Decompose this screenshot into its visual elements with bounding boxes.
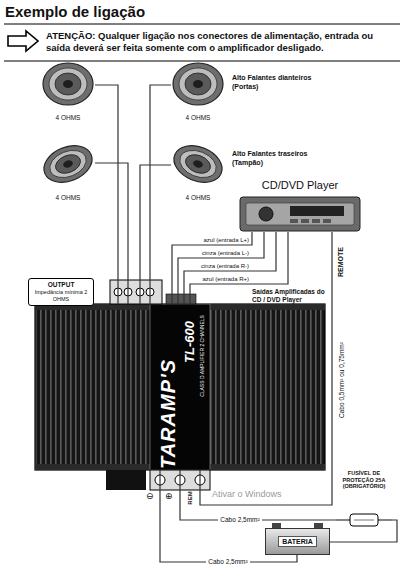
- speaker: 4 OHMS: [41, 140, 95, 202]
- wire-label: Cabo 2,5mm²: [206, 558, 249, 565]
- warning-rule: [4, 61, 400, 62]
- terminal-label: ⊕: [165, 491, 173, 501]
- speaker: 4 OHMS: [41, 62, 95, 122]
- speaker: 4 OHMS: [171, 140, 225, 202]
- wire-label: azul (entrada L+): [203, 237, 249, 244]
- watermark: Ativar o Windows: [212, 489, 282, 499]
- amplifier: TL-600CLASS D AMPLIFIER 2 CHANNELS TARAMP…: [35, 304, 325, 470]
- speaker-group-label: Alto Falantes traseiros (Tampão): [232, 150, 322, 167]
- fuse: FUSÍVEL DE PROTEÇÃO 25A (OBRIGATÓRIO): [336, 470, 392, 528]
- wire: [178, 232, 264, 304]
- amplifier-marking: TARAMP'S: [157, 359, 179, 469]
- wire-label: cinza (entrada L-): [202, 250, 249, 257]
- diagram-title: Exemplo de ligação: [5, 3, 145, 20]
- wire: [200, 232, 332, 505]
- speaker-graphic: [38, 139, 97, 189]
- wire-label: azul (entrada R+): [202, 276, 249, 283]
- impedance-label: 4 OHMS: [56, 194, 81, 202]
- fuse-graphic: [336, 514, 392, 526]
- box-heading: OUTPUT: [32, 281, 90, 289]
- amplifier-marking: TL-600: [183, 321, 197, 363]
- wire: [330, 520, 397, 542]
- wire: [95, 163, 128, 304]
- speaker-graphic: [168, 139, 227, 189]
- speaker-graphic: [43, 63, 93, 105]
- wire: [95, 85, 118, 304]
- speaker-graphic: [173, 63, 223, 105]
- warning-arrow: [8, 31, 38, 51]
- cable-note: Cabo 0,5mm² ou 0,75mm²: [338, 342, 345, 418]
- speaker: 4 OHMS: [171, 62, 225, 122]
- wire-label: REMOTE: [337, 247, 345, 277]
- wire: [150, 85, 171, 304]
- wire: [180, 470, 336, 520]
- battery: BATERIA: [265, 528, 330, 555]
- impedance-label: 4 OHMS: [186, 114, 211, 122]
- fuse-label: FUSÍVEL DE PROTEÇÃO 25A (OBRIGATÓRIO): [336, 470, 392, 490]
- cd-dvd-player: CD/DVD Player: [238, 178, 362, 232]
- speaker-group-label: Alto Falantes dianteiros (Portas): [232, 74, 322, 91]
- battery-label: BATERIA: [278, 536, 317, 547]
- input-connector: [166, 294, 196, 304]
- mounting-foot: [106, 470, 146, 490]
- output-note-box: OUTPUTImpedância mínima 2 OHMS: [28, 278, 94, 306]
- wire: [140, 165, 171, 304]
- terminal-label: REM: [187, 491, 193, 504]
- warning-text: ATENÇÃO: Qualquer ligação nos conectores…: [46, 30, 396, 54]
- cd-player-graphic: [240, 197, 360, 231]
- impedance-label: 4 OHMS: [56, 114, 81, 122]
- amplifier-marking: CLASS D AMPLIFIER 2 CHANNELS: [200, 315, 206, 397]
- amplifier-graphic: [35, 304, 325, 470]
- wire-label: cinza (entrada R-): [201, 263, 249, 270]
- signal-note: Saídas Amplificadas do CD / DVD Player: [252, 288, 328, 303]
- warning-band: ATENÇÃO: Qualquer ligação nos conectores…: [4, 28, 400, 56]
- impedance-label: 4 OHMS: [186, 194, 211, 202]
- wire-label: Cabo 2,5mm²: [218, 516, 261, 523]
- terminal-label: ⊖: [146, 491, 154, 501]
- title-rule: [4, 24, 400, 25]
- device-heading: CD/DVD Player: [238, 178, 362, 192]
- box-note: Impedância mínima 2 OHMS: [32, 289, 90, 303]
